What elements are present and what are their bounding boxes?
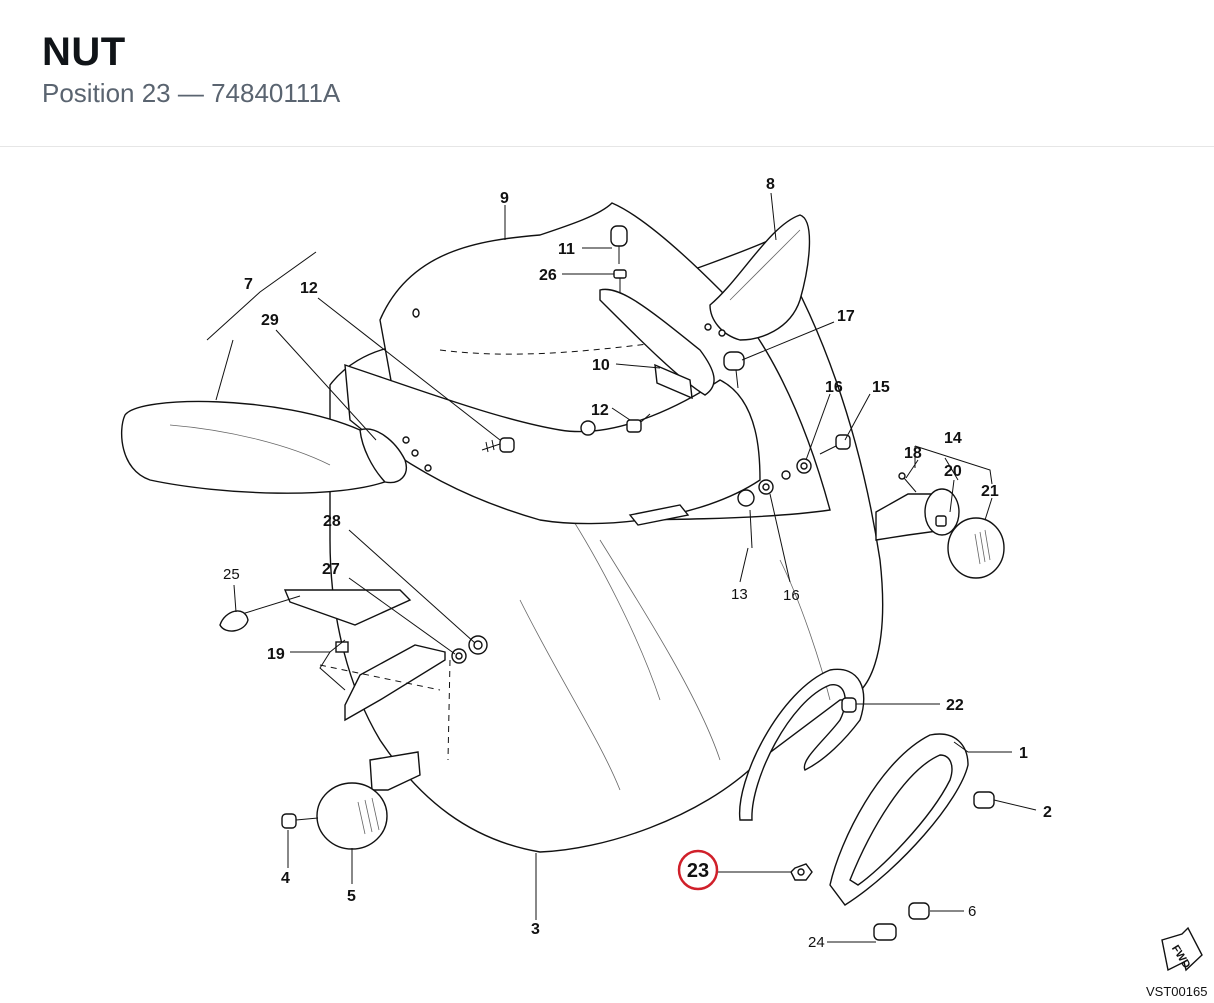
washer-small [781,470,791,480]
washer-part-16-lower[interactable] [758,479,774,495]
label-5: 5 [347,888,356,905]
bracket-part-mount[interactable] [344,644,446,722]
label-18: 18 [904,445,922,462]
label-25: 25 [223,566,240,583]
bulb-part-20[interactable] [935,515,947,527]
screw-part-15[interactable] [819,434,851,455]
drawing-code: VST00165 [1146,984,1207,999]
plate-part-10[interactable] [654,363,693,400]
label-21: 21 [981,483,999,500]
part-subtitle: Position 23 — 74840111A [42,78,341,108]
label-24: 24 [808,934,825,951]
label-16-lower: 16 [783,587,800,604]
exploded-parts-diagram: 1 2 3 4 5 6 7 8 9 10 11 12 12 13 14 15 1… [120,176,1207,999]
screw-part-22[interactable] [841,697,857,713]
screw-part-24[interactable] [873,923,897,941]
label-28: 28 [323,513,341,530]
bracket-part-1[interactable] [829,733,969,906]
label-11: 11 [558,241,575,258]
page-header: NUT Position 23 — 74840111A [0,0,1214,147]
part-title: NUT [42,30,126,74]
grommet-part-13[interactable] [737,489,755,549]
screw-part-12-left[interactable] [481,437,515,453]
label-4: 4 [281,870,290,887]
washer-part-16-upper[interactable] [796,458,812,474]
lens-part-21[interactable] [947,517,1005,579]
label-2: 2 [1043,804,1052,821]
label-7: 7 [244,276,253,293]
clip-part-19[interactable] [335,641,349,653]
bracket-part-10[interactable] [599,288,715,396]
label-19: 19 [267,646,285,663]
reflector-strip [628,504,690,526]
label-29: 29 [261,312,279,329]
screw-part-11[interactable] [610,225,628,264]
label-16-upper: 16 [825,379,843,396]
mirror-right-part-8[interactable] [704,214,811,341]
label-23: 23 [687,860,709,882]
label-12-left: 12 [300,280,318,297]
screw-part-4[interactable] [281,813,319,829]
label-8: 8 [766,176,775,193]
label-14: 14 [944,430,962,447]
nut-part-23[interactable] [790,863,813,881]
nut-part-28[interactable] [468,635,488,655]
label-10: 10 [592,357,610,374]
ring-part-22[interactable] [738,668,865,821]
label-12-center: 12 [591,402,609,419]
label-22: 22 [946,697,964,714]
label-27: 27 [322,561,340,578]
leader-lines [206,192,1037,943]
label-3: 3 [531,921,540,938]
screw-part-12-center[interactable] [626,413,651,433]
turn-signal-right-part-14[interactable] [875,472,1005,579]
grommet [580,420,596,436]
label-20: 20 [944,463,962,480]
label-9: 9 [500,190,509,207]
screw-part-2[interactable] [973,791,995,809]
highlight-position-23[interactable]: 23 [677,849,719,891]
label-1: 1 [1019,745,1028,762]
label-6: 6 [968,903,976,920]
label-26: 26 [539,267,557,284]
screw-part-18[interactable] [903,477,917,493]
mirror-left-part-7[interactable] [120,400,432,494]
washer-part-27[interactable] [451,648,467,664]
label-15: 15 [872,379,890,396]
label-13: 13 [731,586,748,603]
label-17: 17 [837,308,855,325]
part-labels: 1 2 3 4 5 6 7 8 9 10 11 12 12 13 14 15 1… [223,176,1052,951]
screw-part-6[interactable] [908,902,930,920]
turn-signal-left-part-5[interactable] [316,751,421,850]
fwd-arrow-icon: FWD [1161,926,1203,972]
grommet-part-17[interactable] [723,351,745,389]
